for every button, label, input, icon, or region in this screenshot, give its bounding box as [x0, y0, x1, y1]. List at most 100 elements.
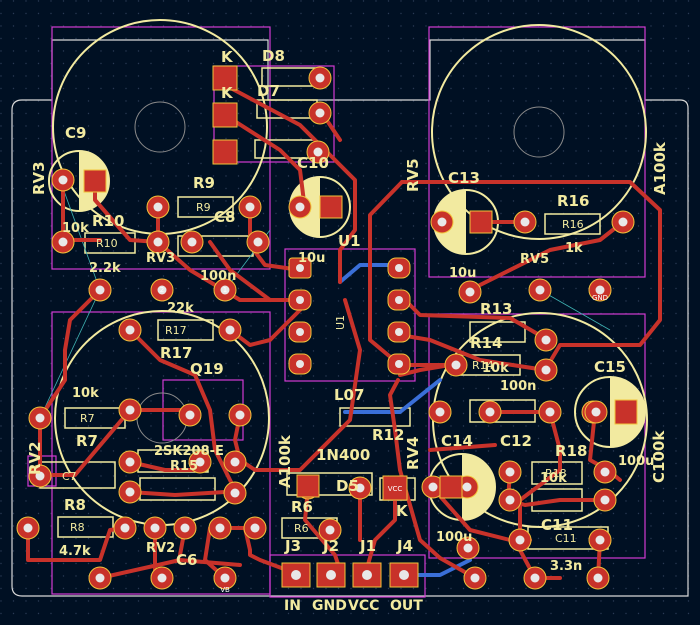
- pad: [246, 230, 270, 254]
- pad: [223, 481, 247, 505]
- label-100u-c15: 100u: [618, 454, 654, 469]
- pad: [243, 516, 267, 540]
- label-d7: D7: [257, 82, 280, 100]
- conn-label-out: OUT: [390, 598, 423, 614]
- pad: [51, 168, 75, 192]
- label-c14: C14: [441, 432, 473, 450]
- label-rv2: RV2: [26, 441, 44, 475]
- body-r6: R6: [294, 522, 309, 535]
- pad: [118, 318, 142, 342]
- conn-label-vcc: VCC: [348, 598, 379, 614]
- label-c9: C9: [65, 124, 86, 142]
- pad: [458, 280, 482, 304]
- pad: [150, 278, 174, 302]
- label-c15: C15: [594, 358, 626, 376]
- pad: [288, 195, 312, 219]
- pad: [456, 536, 480, 560]
- label-l07: L07: [334, 386, 364, 404]
- label-rv5: RV5: [404, 158, 422, 192]
- label-k2: K: [221, 84, 234, 102]
- pad: [523, 566, 547, 590]
- label-rv3: RV3: [30, 161, 48, 195]
- pad-net-labels: GND VCC VB 2 1: [160, 286, 608, 594]
- pad: [118, 450, 142, 474]
- label-10k-r18: 10k: [540, 471, 567, 486]
- pad: [584, 400, 608, 424]
- label-r10: R10: [92, 212, 124, 230]
- body-c7: C7: [62, 470, 77, 483]
- pad: [593, 488, 617, 512]
- pad: [118, 398, 142, 422]
- pad: [498, 460, 522, 484]
- label-10k-r10: 10k: [62, 221, 89, 236]
- label-rv3b: RV3: [146, 251, 175, 266]
- pad: [146, 195, 170, 219]
- label-10u-top: 10u: [298, 251, 325, 266]
- connector-labels: IN GND VCC OUT: [284, 598, 423, 614]
- silk-labels: D8 K K D7 C9 RV3 R9 R10 C8 C10 U1 2.2k R…: [26, 47, 669, 574]
- pad: [308, 101, 332, 125]
- label-a100k-right: A100k: [651, 141, 669, 195]
- pad: [150, 566, 174, 590]
- label-3n3: 3.3n: [550, 559, 582, 574]
- label-j4: J4: [396, 537, 413, 555]
- label-22k: 22k: [167, 301, 194, 316]
- pad: [188, 450, 212, 474]
- pad: [318, 518, 342, 542]
- pad-label-vb: VB: [220, 586, 230, 594]
- label-10k-r7: 10k: [72, 386, 99, 401]
- pad: [28, 464, 52, 488]
- u1-pads: [288, 257, 411, 375]
- pad-label-2: 2: [160, 286, 164, 294]
- body-r10: R10: [96, 237, 118, 250]
- pad: [223, 450, 247, 474]
- pad: [444, 353, 468, 377]
- pad: [113, 516, 137, 540]
- label-c13: C13: [448, 169, 480, 187]
- pad: [218, 318, 242, 342]
- label-r16: R16: [557, 192, 589, 210]
- label-r18: R18: [555, 442, 587, 460]
- body-c11: C11: [555, 532, 577, 545]
- label-r17: R17: [160, 344, 192, 362]
- body-r14: R14: [472, 359, 494, 372]
- label-r8: R8: [64, 496, 86, 514]
- pad: [478, 400, 502, 424]
- conn-label-in: IN: [284, 598, 301, 614]
- label-r7: R7: [76, 432, 98, 450]
- label-1k: 1k: [565, 241, 583, 256]
- conn-label-gnd: GND: [312, 598, 347, 614]
- pad-label-1: 1: [223, 286, 227, 294]
- pad: [528, 278, 552, 302]
- label-r6: R6: [291, 498, 313, 516]
- label-r13: R13: [480, 300, 512, 318]
- label-100u-c14: 100u: [436, 530, 472, 545]
- pad: [534, 358, 558, 382]
- label-100n-c12: 100n: [500, 379, 536, 394]
- pad: [88, 278, 112, 302]
- label-j1: J1: [359, 537, 376, 555]
- pad: [213, 278, 237, 302]
- body-r18: R18: [545, 467, 567, 480]
- label-2sk: 2SK208-E: [154, 444, 224, 459]
- label-c8: C8: [214, 208, 235, 226]
- label-r9: R9: [193, 174, 215, 192]
- pad: [538, 400, 562, 424]
- body-r9: R9: [196, 201, 211, 214]
- label-a100k-mid: A100k: [276, 434, 294, 488]
- pad-label-vcc-1: VCC: [388, 485, 403, 493]
- label-10k-r14: 10k: [482, 361, 509, 376]
- label-c6: C6: [176, 551, 197, 569]
- label-c10: C10: [297, 154, 329, 172]
- label-d5: D5: [336, 477, 359, 495]
- label-c13-val: 10u: [449, 266, 476, 281]
- label-rv2b: RV2: [146, 541, 175, 556]
- pad: [88, 566, 112, 590]
- label-4k7: 4.7k: [59, 544, 91, 559]
- pad: [308, 66, 332, 90]
- pad: [428, 400, 452, 424]
- pad-label-gnd-1: GND: [592, 294, 608, 302]
- body-r17: R17: [165, 324, 187, 337]
- pad: [178, 403, 202, 427]
